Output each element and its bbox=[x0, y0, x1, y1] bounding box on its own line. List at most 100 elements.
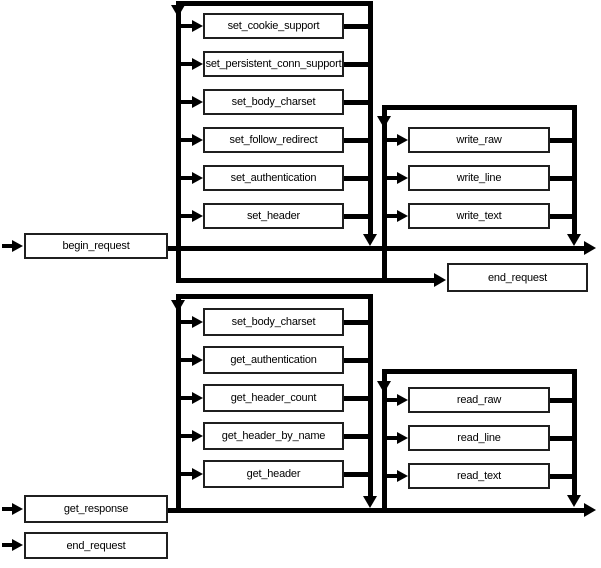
node-set-authentication: set_authentication bbox=[203, 165, 344, 191]
node-label: end_request bbox=[488, 271, 547, 284]
arrow-right-icon bbox=[12, 539, 23, 551]
node-set-cookie-support: set_cookie_support bbox=[203, 13, 344, 39]
arrow-right-icon bbox=[397, 210, 408, 222]
connector-line bbox=[550, 436, 572, 441]
arrow-right-icon bbox=[192, 354, 203, 366]
arrow-right-icon bbox=[397, 432, 408, 444]
connector-line bbox=[550, 474, 572, 479]
arrow-right-icon bbox=[584, 503, 596, 517]
node-label: end_request bbox=[66, 539, 126, 552]
node-set-body-charset: set_body_charset bbox=[203, 89, 344, 115]
branch-line bbox=[181, 434, 193, 438]
arrow-right-icon bbox=[434, 273, 446, 287]
branch-line bbox=[181, 176, 193, 180]
branch-line bbox=[387, 138, 398, 142]
response-loop-top-line bbox=[176, 294, 373, 299]
node-label: get_header_count bbox=[230, 392, 317, 404]
arrow-down-icon bbox=[377, 381, 391, 393]
connector-line bbox=[344, 138, 368, 143]
node-label: get_response bbox=[63, 503, 129, 515]
node-label: write_raw bbox=[456, 134, 502, 146]
branch-line bbox=[181, 320, 193, 324]
connector-line bbox=[550, 138, 572, 143]
arrow-right-icon bbox=[397, 394, 408, 406]
node-end-request-bottom: end_request bbox=[24, 532, 168, 559]
node-label: set_cookie_support bbox=[227, 20, 320, 32]
arrow-right-icon bbox=[397, 470, 408, 482]
end-request-branch-line bbox=[176, 278, 435, 283]
response-loop-left-line bbox=[176, 294, 181, 513]
node-set-follow-redirect: set_follow_redirect bbox=[203, 127, 344, 153]
branch-line bbox=[181, 24, 193, 28]
arrow-right-icon bbox=[192, 468, 203, 480]
node-get-authentication: get_authentication bbox=[203, 346, 344, 374]
read-loop-left-line bbox=[382, 369, 387, 513]
node-set-header: set_header bbox=[203, 203, 344, 229]
arrow-down-icon bbox=[171, 5, 185, 17]
node-label: get_header bbox=[246, 468, 301, 480]
branch-line bbox=[181, 62, 193, 66]
connector-line bbox=[344, 214, 368, 219]
node-label: set_body_charset bbox=[231, 316, 316, 328]
node-write-text: write_text bbox=[408, 203, 550, 229]
read-loop-right-line bbox=[572, 369, 577, 497]
node-get-header-by-name: get_header_by_name bbox=[203, 422, 344, 450]
node-label: set_follow_redirect bbox=[229, 134, 318, 146]
node-read-line: read_line bbox=[408, 425, 550, 451]
request-loop-top-line bbox=[176, 1, 373, 6]
arrow-right-icon bbox=[192, 96, 203, 108]
node-label: read_text bbox=[456, 470, 502, 482]
connector-line bbox=[344, 62, 368, 67]
node-label: get_header_by_name bbox=[221, 430, 326, 442]
node-set-persistent-conn-support: set_persistent_conn_support bbox=[203, 51, 344, 77]
node-label: read_raw bbox=[456, 394, 502, 406]
node-label: read_line bbox=[457, 432, 501, 444]
entry-line bbox=[2, 543, 13, 547]
response-main-flow-line bbox=[168, 508, 584, 513]
node-label: set_header bbox=[246, 210, 301, 222]
arrow-right-icon bbox=[192, 430, 203, 442]
arrow-right-icon bbox=[192, 172, 203, 184]
write-loop-top-line bbox=[382, 105, 577, 110]
arrow-right-icon bbox=[192, 392, 203, 404]
branch-line bbox=[387, 214, 398, 218]
connector-line bbox=[344, 24, 368, 29]
entry-line bbox=[2, 244, 13, 248]
connector-line bbox=[344, 434, 368, 439]
request-loop-right-line bbox=[368, 1, 373, 236]
write-loop-right-line bbox=[572, 105, 577, 236]
node-read-text: read_text bbox=[408, 463, 550, 489]
branch-line bbox=[181, 214, 193, 218]
arrow-right-icon bbox=[584, 241, 596, 255]
connector-line bbox=[550, 214, 572, 219]
connector-line bbox=[344, 100, 368, 105]
arrow-right-icon bbox=[192, 134, 203, 146]
arrow-down-icon bbox=[171, 300, 185, 312]
node-label: set_persistent_conn_support bbox=[205, 58, 342, 70]
connector-line bbox=[344, 396, 368, 401]
node-read-raw: read_raw bbox=[408, 387, 550, 413]
write-loop-left-line bbox=[382, 105, 387, 283]
branch-line bbox=[181, 358, 193, 362]
branch-line bbox=[181, 100, 193, 104]
arrow-right-icon bbox=[192, 210, 203, 222]
node-end-request-top: end_request bbox=[447, 263, 588, 292]
entry-line bbox=[2, 507, 13, 511]
arrow-right-icon bbox=[192, 58, 203, 70]
connector-line bbox=[344, 320, 368, 325]
node-label: begin_request bbox=[62, 240, 130, 252]
connector-line bbox=[550, 398, 572, 403]
branch-line bbox=[181, 472, 193, 476]
node-label: set_body_charset bbox=[231, 96, 316, 108]
arrow-down-icon bbox=[363, 496, 377, 508]
arrow-down-icon bbox=[567, 234, 581, 246]
branch-line bbox=[387, 176, 398, 180]
node-label: write_text bbox=[456, 210, 502, 222]
arrow-right-icon bbox=[397, 172, 408, 184]
response-loop-right-line bbox=[368, 294, 373, 496]
node-get-header: get_header bbox=[203, 460, 344, 488]
request-loop-left-line bbox=[176, 1, 181, 283]
branch-line bbox=[181, 138, 193, 142]
request-main-flow-line bbox=[168, 246, 584, 251]
